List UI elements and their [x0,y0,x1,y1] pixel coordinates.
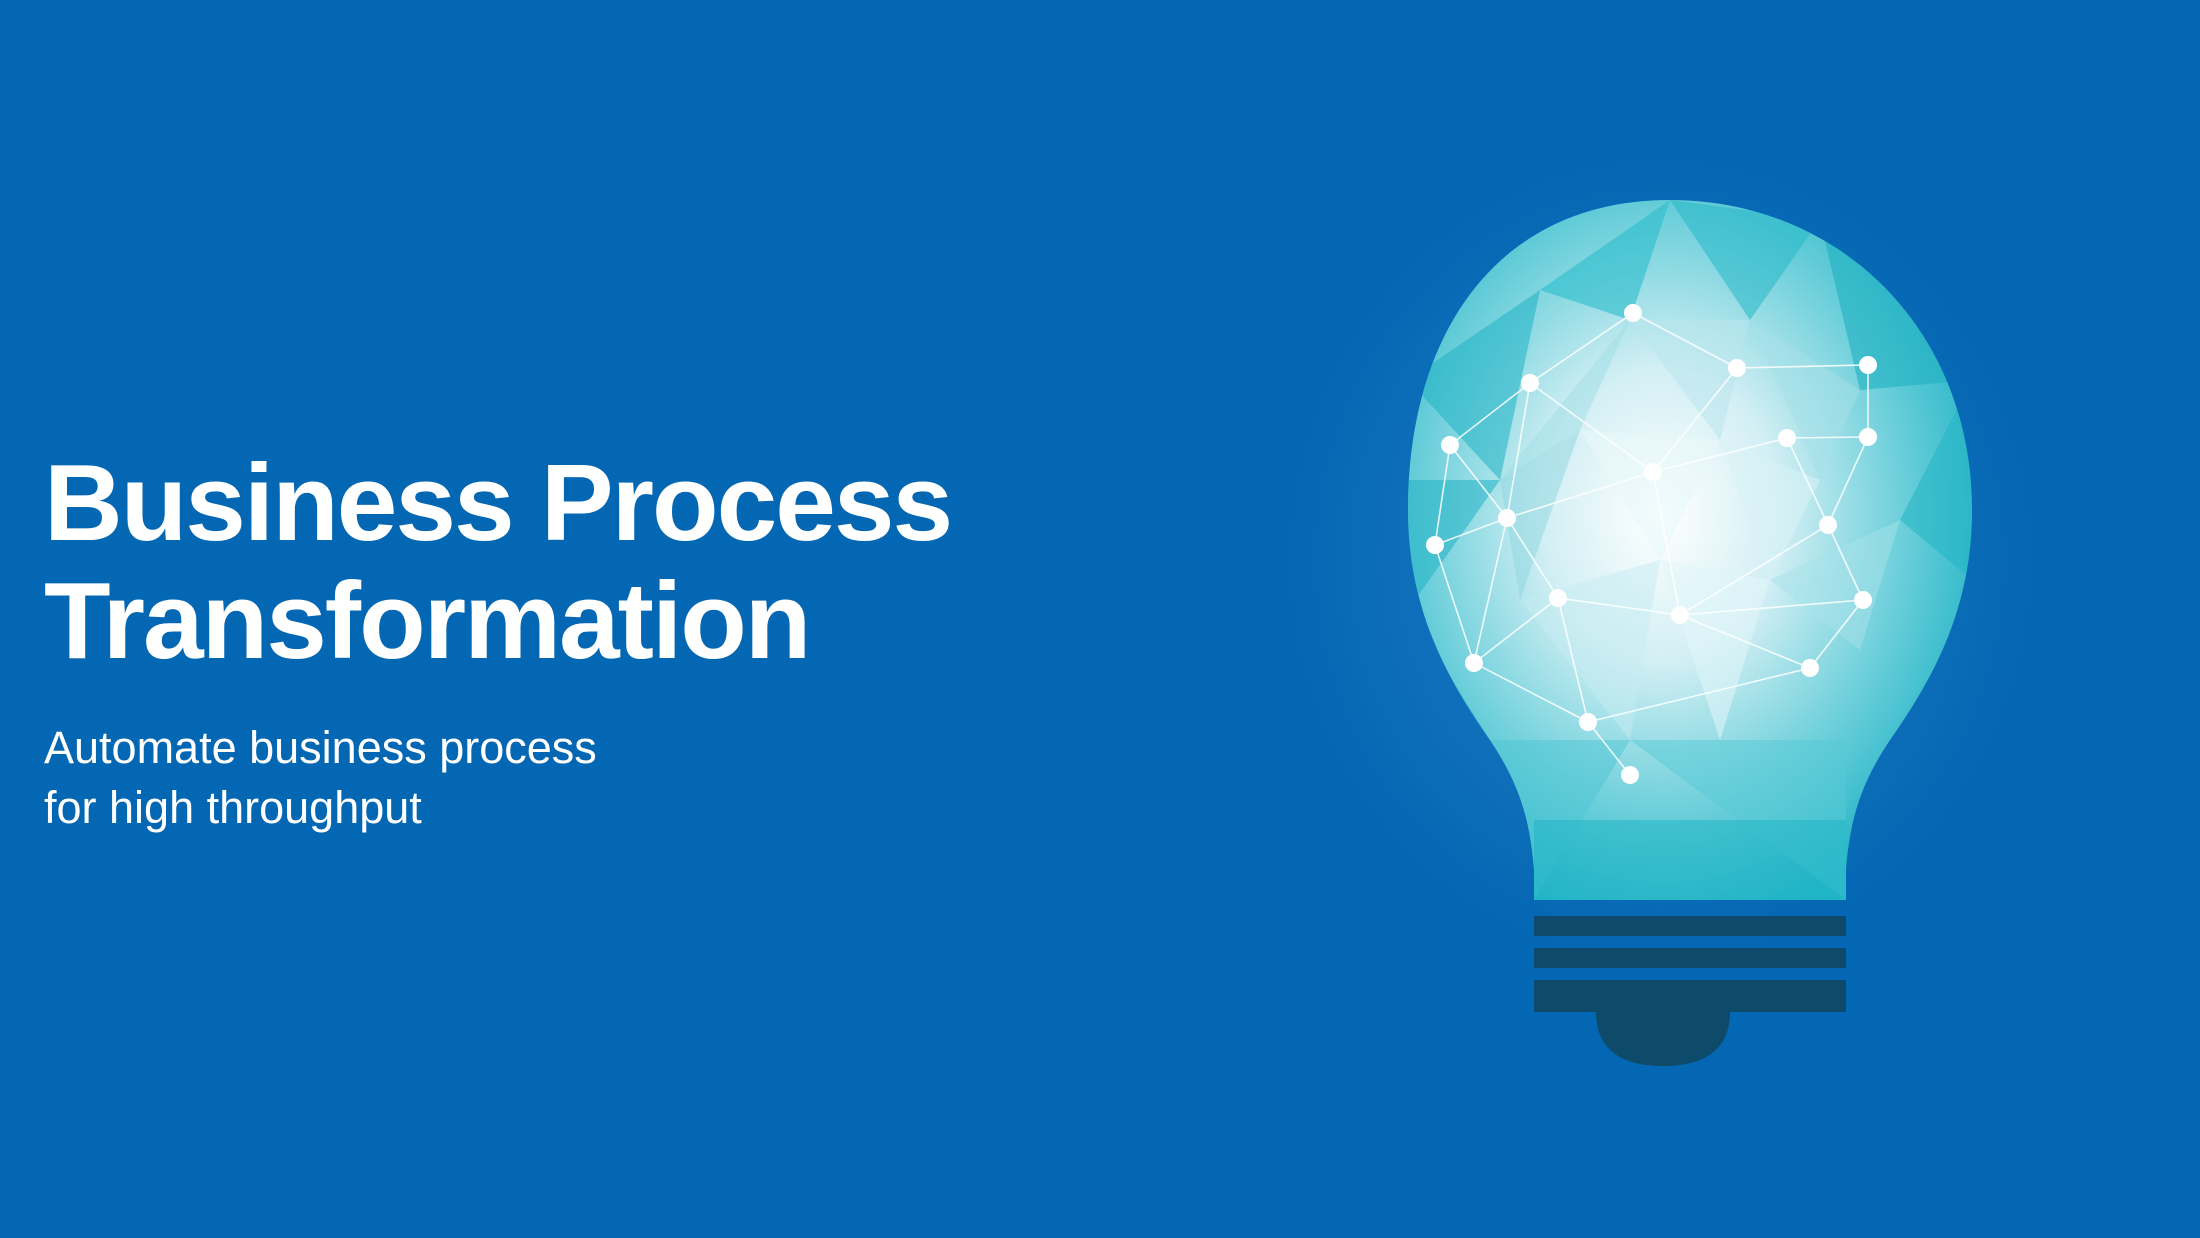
bulb-base [1534,916,1846,1066]
subtitle-line-2: for high throughput [44,782,422,833]
title-line-2: Transformation [44,560,811,682]
bulb-facets [1408,200,1972,900]
subtitle-line-1: Automate business process [44,722,597,773]
lightbulb-icon [1408,200,1972,1066]
title-line-1: Business Process [44,442,953,564]
network-nodes [1426,304,1877,784]
page-title: Business Process Transformation [44,444,1044,680]
subtitle: Automate business process for high throu… [44,718,744,838]
